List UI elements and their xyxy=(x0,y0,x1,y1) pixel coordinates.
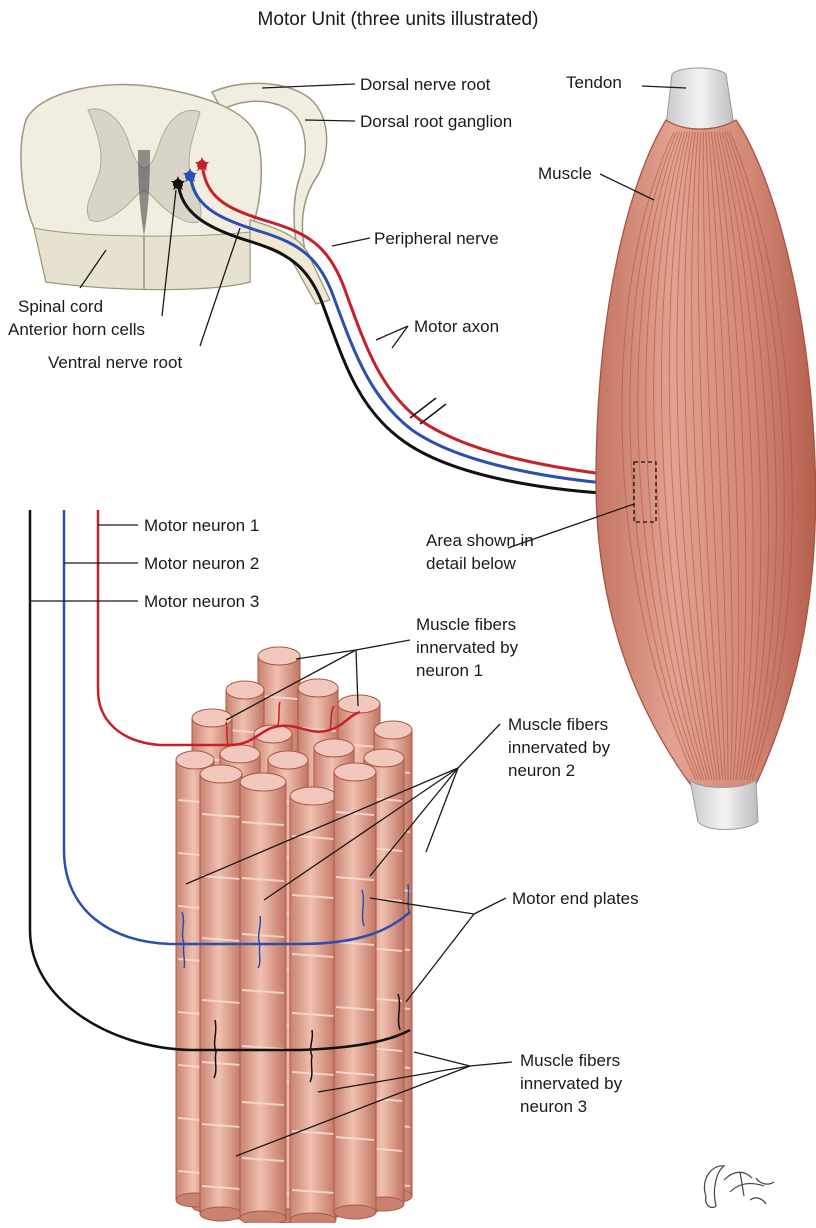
label-tendon: Tendon xyxy=(566,73,622,92)
label-fibers-neuron-3-line1: Muscle fibers xyxy=(520,1051,620,1070)
muscle-illustration xyxy=(596,68,816,830)
label-motor-axon: Motor axon xyxy=(414,317,499,336)
label-anterior-horn-cells: Anterior horn cells xyxy=(8,320,145,339)
label-fibers-neuron-1-line1: Muscle fibers xyxy=(416,615,516,634)
netter-signature xyxy=(704,1166,774,1208)
tendon-bottom xyxy=(690,780,758,830)
label-fibers-neuron-3-line2: innervated by xyxy=(520,1074,623,1093)
label-fibers-neuron-2-line2: innervated by xyxy=(508,738,611,757)
label-ventral-nerve-root: Ventral nerve root xyxy=(48,353,182,372)
label-fibers-neuron-2-line1: Muscle fibers xyxy=(508,715,608,734)
label-motor-neuron-3: Motor neuron 3 xyxy=(144,592,259,611)
label-spinal-cord: Spinal cord xyxy=(18,297,103,316)
diagram-title: Motor Unit (three units illustrated) xyxy=(258,9,539,30)
muscle-fiber xyxy=(200,765,242,1221)
fiber-bundle xyxy=(176,647,412,1223)
muscle-fiber xyxy=(290,787,336,1223)
label-area-detail-line1: Area shown in xyxy=(426,531,534,550)
tendon-top xyxy=(666,68,734,131)
axon-break-marks xyxy=(410,398,446,424)
label-dorsal-root-ganglion: Dorsal root ganglion xyxy=(360,112,512,131)
muscle-belly xyxy=(596,120,816,789)
label-motor-neuron-2: Motor neuron 2 xyxy=(144,554,259,573)
label-dorsal-nerve-root: Dorsal nerve root xyxy=(360,75,491,94)
label-motor-end-plates: Motor end plates xyxy=(512,889,639,908)
muscle-fiber xyxy=(334,763,376,1219)
label-area-detail-line2: detail below xyxy=(426,554,517,573)
label-motor-neuron-1: Motor neuron 1 xyxy=(144,516,259,535)
label-fibers-neuron-3-line3: neuron 3 xyxy=(520,1097,587,1116)
label-muscle: Muscle xyxy=(538,164,592,183)
label-peripheral-nerve: Peripheral nerve xyxy=(374,229,499,248)
label-fibers-neuron-2-line3: neuron 2 xyxy=(508,761,575,780)
muscle-fiber xyxy=(240,773,286,1223)
label-fibers-neuron-1-line2: innervated by xyxy=(416,638,519,657)
label-fibers-neuron-1-line3: neuron 1 xyxy=(416,661,483,680)
